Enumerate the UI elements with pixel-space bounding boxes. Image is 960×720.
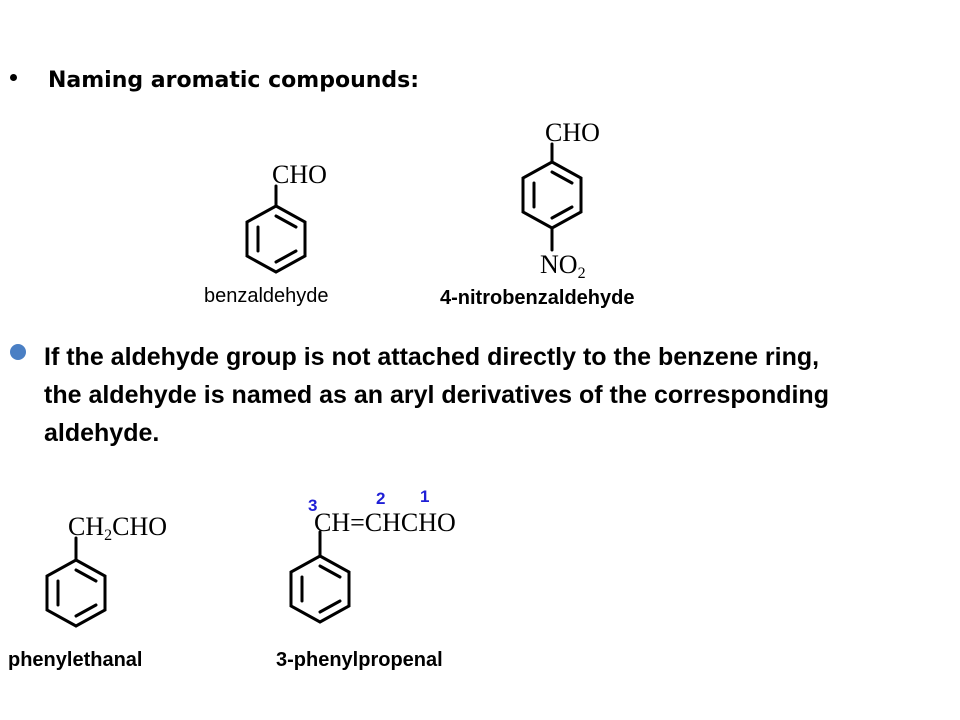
formula-ch2cho: CH2CHO bbox=[68, 512, 168, 544]
formula-cho: CHO bbox=[545, 118, 600, 147]
compound-name: phenylethanal bbox=[8, 649, 143, 671]
benzene-ring-icon bbox=[289, 530, 351, 624]
paragraph-bullet bbox=[10, 344, 26, 360]
slide-heading: Naming aromatic compounds: bbox=[48, 68, 420, 93]
carbon-number-3: 3 bbox=[308, 496, 318, 515]
compound-name: 4-nitrobenzaldehyde bbox=[440, 287, 635, 309]
benzene-ring-icon bbox=[521, 142, 583, 252]
benzene-ring-icon bbox=[245, 184, 307, 274]
formula-no2: NO2 bbox=[540, 250, 586, 282]
compound-name: benzaldehyde bbox=[204, 285, 329, 307]
formula-ch-chcho: CH=CHCHO bbox=[314, 508, 456, 537]
carbon-number-1: 1 bbox=[420, 487, 430, 506]
heading-bullet bbox=[10, 74, 17, 81]
body-paragraph: If the aldehyde group is not attached di… bbox=[44, 343, 829, 447]
benzene-ring-icon bbox=[45, 536, 107, 628]
compound-name: 3-phenylpropenal bbox=[276, 649, 443, 671]
formula-cho: CHO bbox=[272, 160, 327, 189]
carbon-number-2: 2 bbox=[376, 489, 386, 508]
